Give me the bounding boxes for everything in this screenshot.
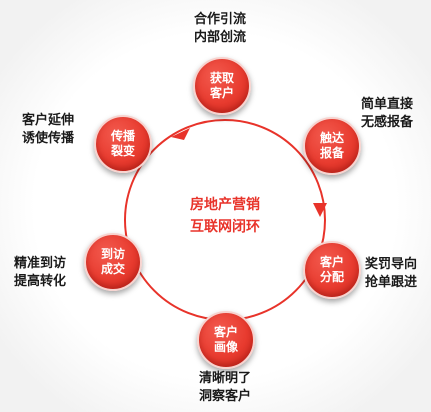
node-acquire-line2: 客户 bbox=[209, 86, 234, 100]
node-spread-line1: 传播 bbox=[110, 129, 135, 143]
caption-reach: 简单直接 无感报备 bbox=[361, 96, 413, 132]
caption-acquire: 合作引流 内部创流 bbox=[194, 11, 246, 47]
node-reach-line2: 报备 bbox=[319, 146, 344, 160]
loop-arrow-right bbox=[313, 203, 327, 217]
node-spread-fission: 传播 裂变 bbox=[94, 115, 152, 173]
node-allocate-line1: 客户 bbox=[319, 255, 344, 269]
caption-portrait-line2: 洞察客户 bbox=[199, 389, 252, 404]
caption-spread-line2: 诱使传播 bbox=[22, 131, 75, 146]
node-visit-line1: 到访 bbox=[100, 247, 125, 261]
node-portrait-line2: 画像 bbox=[213, 340, 238, 354]
node-reach-report: 触达 报备 bbox=[303, 117, 361, 175]
node-spread-line2: 裂变 bbox=[110, 144, 135, 158]
node-allocate-line2: 分配 bbox=[319, 270, 344, 284]
caption-visit-line2: 提高转化 bbox=[14, 274, 67, 289]
caption-visit: 精准到访 提高转化 bbox=[14, 255, 66, 291]
node-acquire-customer: 获取 客户 bbox=[193, 57, 251, 115]
caption-allocate-line2: 抢单跟进 bbox=[365, 275, 418, 290]
caption-acquire-line2: 内部创流 bbox=[194, 30, 247, 45]
caption-portrait: 清晰明了 洞察客户 bbox=[199, 370, 251, 406]
caption-reach-line2: 无感报备 bbox=[361, 115, 414, 130]
node-visit-deal: 到访 成交 bbox=[84, 233, 142, 291]
center-title-line2: 互联网闭环 bbox=[190, 219, 260, 235]
node-reach-line1: 触达 bbox=[319, 131, 344, 145]
caption-spread-line1: 客户延伸 bbox=[22, 113, 75, 128]
node-visit-line2: 成交 bbox=[100, 262, 125, 276]
node-customer-allocation: 客户 分配 bbox=[303, 241, 361, 299]
caption-acquire-line1: 合作引流 bbox=[194, 12, 247, 27]
node-portrait-line1: 客户 bbox=[213, 325, 238, 339]
caption-portrait-line1: 清晰明了 bbox=[199, 371, 252, 386]
node-acquire-line1: 获取 bbox=[209, 71, 234, 85]
caption-allocate: 奖罚导向 抢单跟进 bbox=[365, 256, 417, 292]
caption-visit-line1: 精准到访 bbox=[14, 256, 67, 271]
caption-spread: 客户延伸 诱使传播 bbox=[22, 112, 74, 148]
caption-allocate-line1: 奖罚导向 bbox=[365, 257, 418, 272]
center-title-line1: 房地产营销 bbox=[190, 197, 260, 213]
node-customer-portrait: 客户 画像 bbox=[197, 311, 255, 369]
center-title: 房地产营销 互联网闭环 bbox=[172, 194, 278, 238]
caption-reach-line1: 简单直接 bbox=[361, 97, 414, 112]
loop-arrow-top bbox=[171, 128, 190, 140]
